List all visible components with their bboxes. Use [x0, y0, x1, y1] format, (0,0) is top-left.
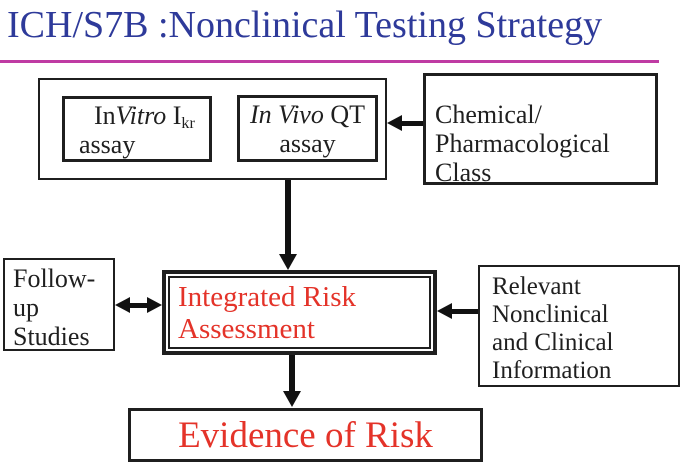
node-invivo-qt-assay: In Vivo QT assay — [237, 95, 378, 162]
invivo-assay-line1: In Vivo QT — [249, 100, 366, 129]
node-followup-studies: Follow- up Studies — [3, 258, 115, 351]
integrated-risk-label: Integrated Risk Assessment — [168, 276, 431, 349]
node-relevant-information: Relevant Nonclinical and Clinical Inform… — [478, 265, 680, 387]
arrow-followup-integrated-bidirectional-icon — [115, 297, 162, 313]
page-title: ICH/S7B :Nonclinical Testing Strategy — [7, 4, 603, 46]
arrow-chemical-to-assays-icon — [387, 115, 423, 131]
invitro-assay-line2: assay — [79, 130, 136, 159]
invitro-assay-line1: InVitro Ikr — [94, 101, 195, 133]
arrow-integrated-to-evidence-icon — [283, 355, 301, 407]
node-chemical-class: Chemical/ Pharmacological Class — [423, 73, 658, 187]
title-underline — [0, 60, 659, 63]
arrow-relevant-to-integrated-icon — [437, 303, 478, 319]
invivo-assay-line2: assay — [279, 129, 336, 158]
node-invitro-assay: InVitro Ikr assay — [62, 96, 212, 162]
node-evidence-of-risk: Evidence of Risk — [128, 408, 483, 462]
arrow-assays-to-integrated-icon — [279, 180, 297, 270]
node-integrated-risk-assessment: Integrated Risk Assessment — [162, 270, 437, 355]
